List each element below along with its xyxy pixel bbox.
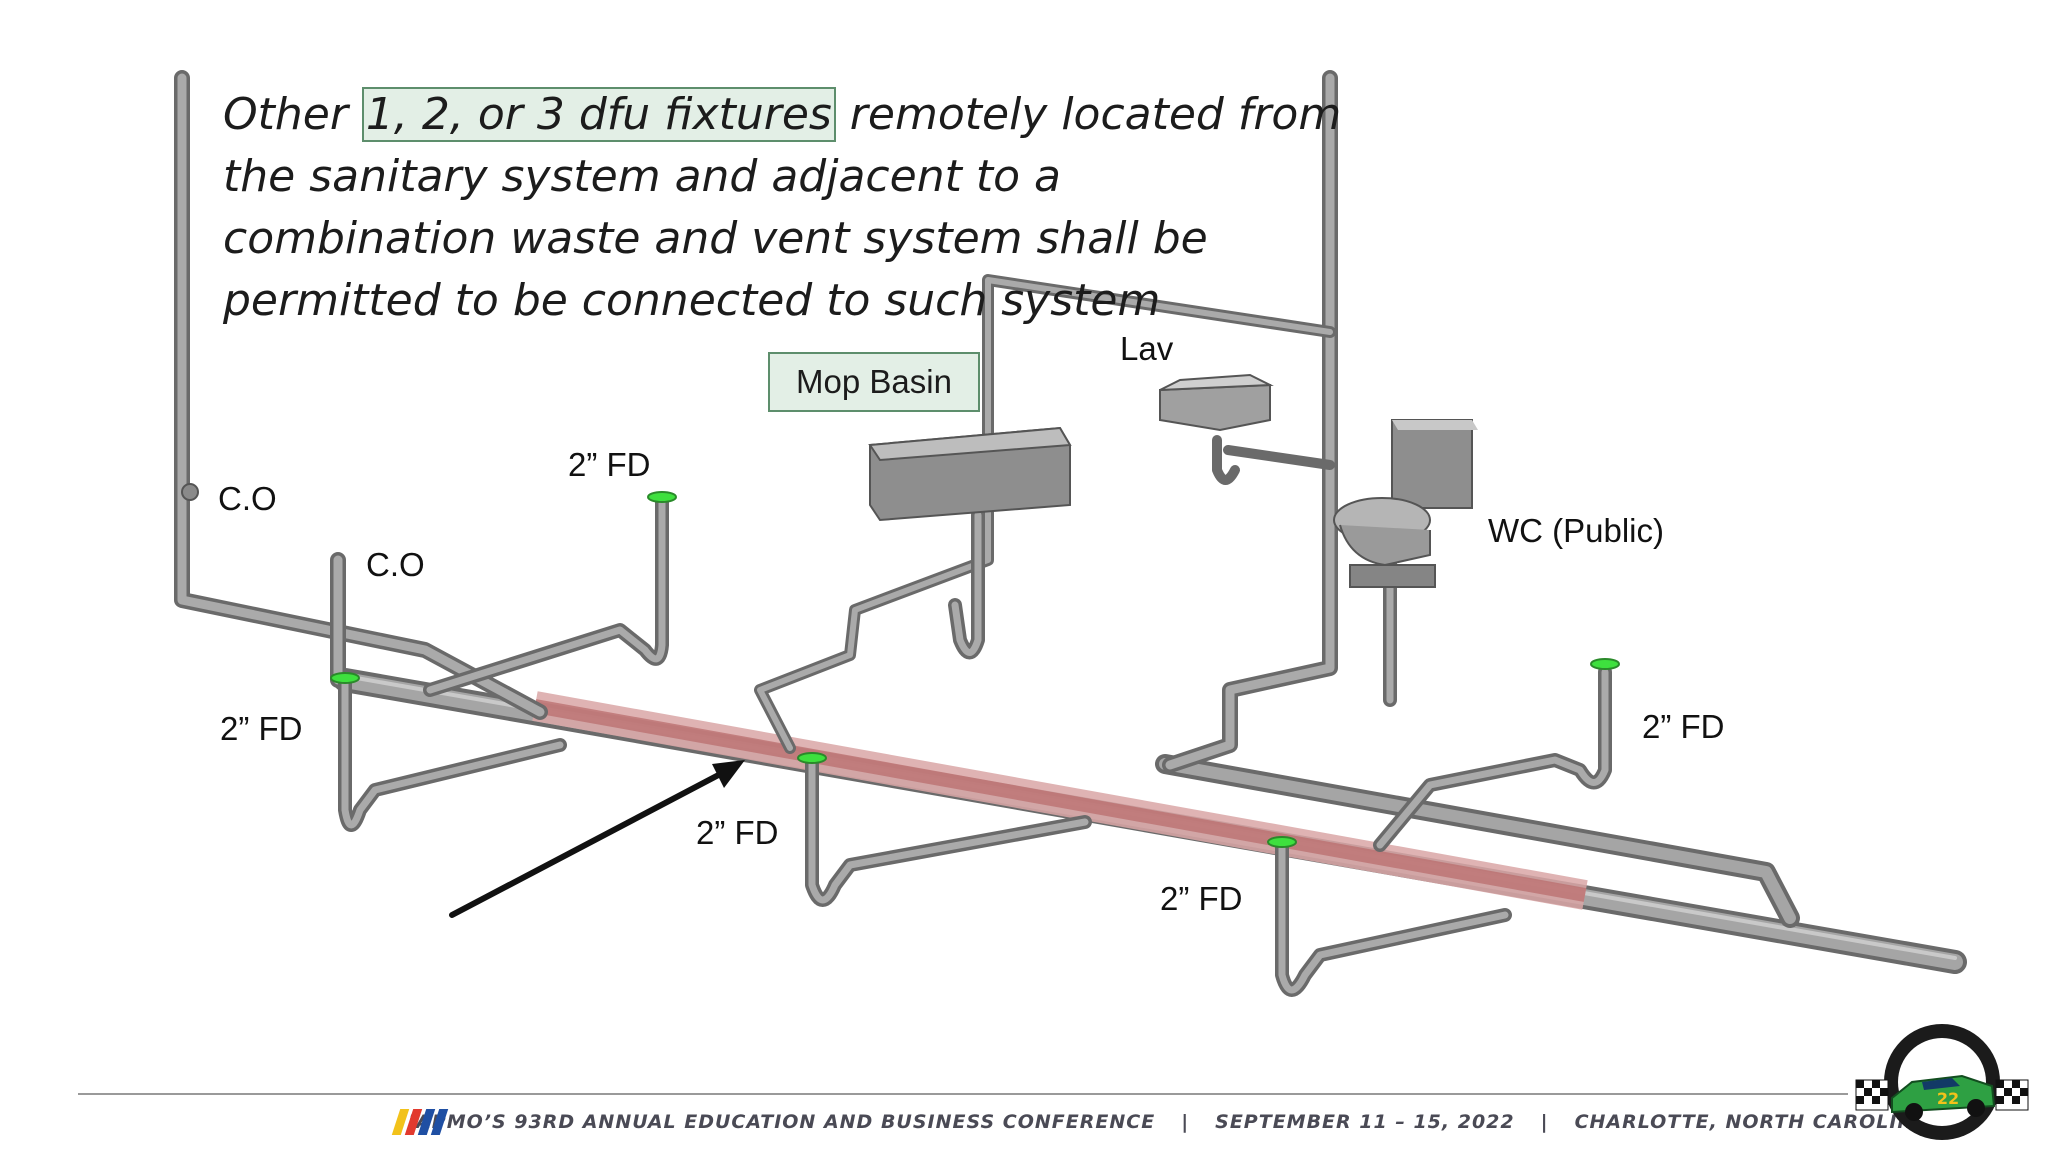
cleanout-pipes [181,483,346,688]
logo-car-number: 22 [1937,1089,1959,1108]
floor-drain-label-right: 2” FD [1642,708,1725,745]
combination-waste-vent-highlight [532,691,1588,910]
wc-label: WC (Public) [1488,512,1665,549]
secondary-drain-line [1155,754,1800,928]
headline-suffix: remotely located from the sanitary syste… [223,89,1342,326]
footer-separator-2: | [1540,1111,1549,1133]
mop-basin-label: Mop Basin [768,352,980,412]
lavatory-fixture [1159,373,1274,432]
floor-drain-label-top: 2” FD [568,446,651,483]
checkered-flag-left-icon [1855,1079,1889,1111]
footer-separator-1: | [1181,1111,1190,1133]
pointer-arrow [449,760,745,918]
conference-logo: 22 [1855,1024,2029,1140]
headline-highlight: 1, 2, or 3 dfu fixtures [361,87,836,142]
floor-drain-label-right-center: 2” FD [1160,880,1243,917]
floor-drain-label-center: 2” FD [696,814,779,851]
mop-basin-fixture [868,426,1072,522]
floor-drain-label-left: 2” FD [220,710,303,747]
footer-location: CHARLOTTE, NORTH CAROLINA [1574,1111,1931,1133]
floor-drain-caps [330,491,1620,848]
water-closet-fixture [1333,419,1478,588]
vent-stacks [174,70,1338,773]
headline-prefix: Other [223,89,362,140]
checkered-flag-right-icon [1995,1079,2029,1111]
cleanout-label-2: C.O [366,546,425,583]
conference-footer: IAPMO’S 93RD ANNUAL EDUCATION AND BUSINE… [391,1102,1929,1142]
race-car-icon: 22 [1891,1074,1996,1121]
cleanout-label-1: C.O [218,480,277,517]
slide-headline: Other 1, 2, or 3 dfu fixtures remotely l… [223,84,1343,332]
footer-conference: IAPMO’S 93RD ANNUAL EDUCATION AND BUSINE… [408,1111,1156,1133]
lav-label: Lav [1120,330,1174,367]
floor-drain-trap-arms [338,435,1612,997]
footer-dates: SEPTEMBER 11 – 15, 2022 [1215,1111,1515,1133]
